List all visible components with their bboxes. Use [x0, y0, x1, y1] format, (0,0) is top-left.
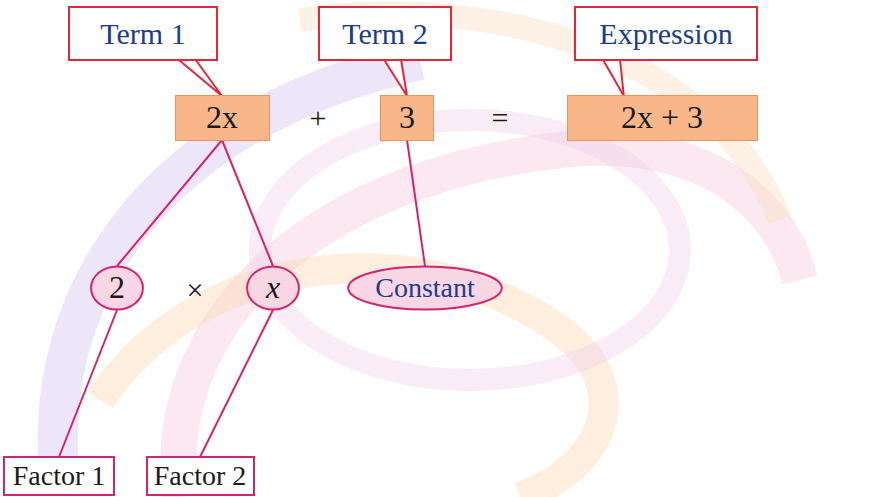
node-text: Factor 2	[154, 461, 247, 492]
connector-line	[59, 310, 117, 457]
constant-ellipse: Constant	[345, 265, 505, 311]
equals-operator: =	[492, 103, 509, 133]
connector-line	[117, 140, 222, 266]
node-text: Expression	[599, 17, 732, 50]
term-box: 2x	[175, 95, 270, 141]
callout-pointer	[383, 58, 407, 97]
expression-box: 2x + 3	[567, 95, 758, 141]
node-text: x	[266, 270, 280, 305]
callout-pointer	[176, 58, 222, 97]
times-operator: ×	[187, 275, 204, 305]
connector-line	[407, 140, 425, 266]
term-box: 3	[380, 95, 434, 141]
plus-operator: +	[310, 103, 327, 133]
node-text: Term 2	[342, 17, 427, 50]
factor-label-box: Factor 1	[3, 456, 115, 496]
term-callout: Term 2	[318, 6, 452, 61]
factor-circle: 2	[90, 265, 144, 311]
connector-line	[222, 140, 273, 266]
factor-circle: x	[246, 265, 300, 311]
node-text: Factor 1	[13, 461, 106, 492]
expression-callout: Expression	[574, 6, 758, 61]
node-text: Constant	[375, 273, 475, 304]
factor-label-box: Factor 2	[146, 456, 255, 496]
term-callout: Term 1	[68, 6, 218, 61]
node-text: 2x	[206, 100, 238, 135]
node-text: Term 1	[100, 17, 185, 50]
node-text: 3	[399, 100, 415, 135]
node-text: 2x + 3	[621, 100, 703, 135]
callout-pointer	[602, 58, 624, 97]
connector-line	[200, 310, 273, 457]
node-text: 2	[109, 270, 125, 305]
